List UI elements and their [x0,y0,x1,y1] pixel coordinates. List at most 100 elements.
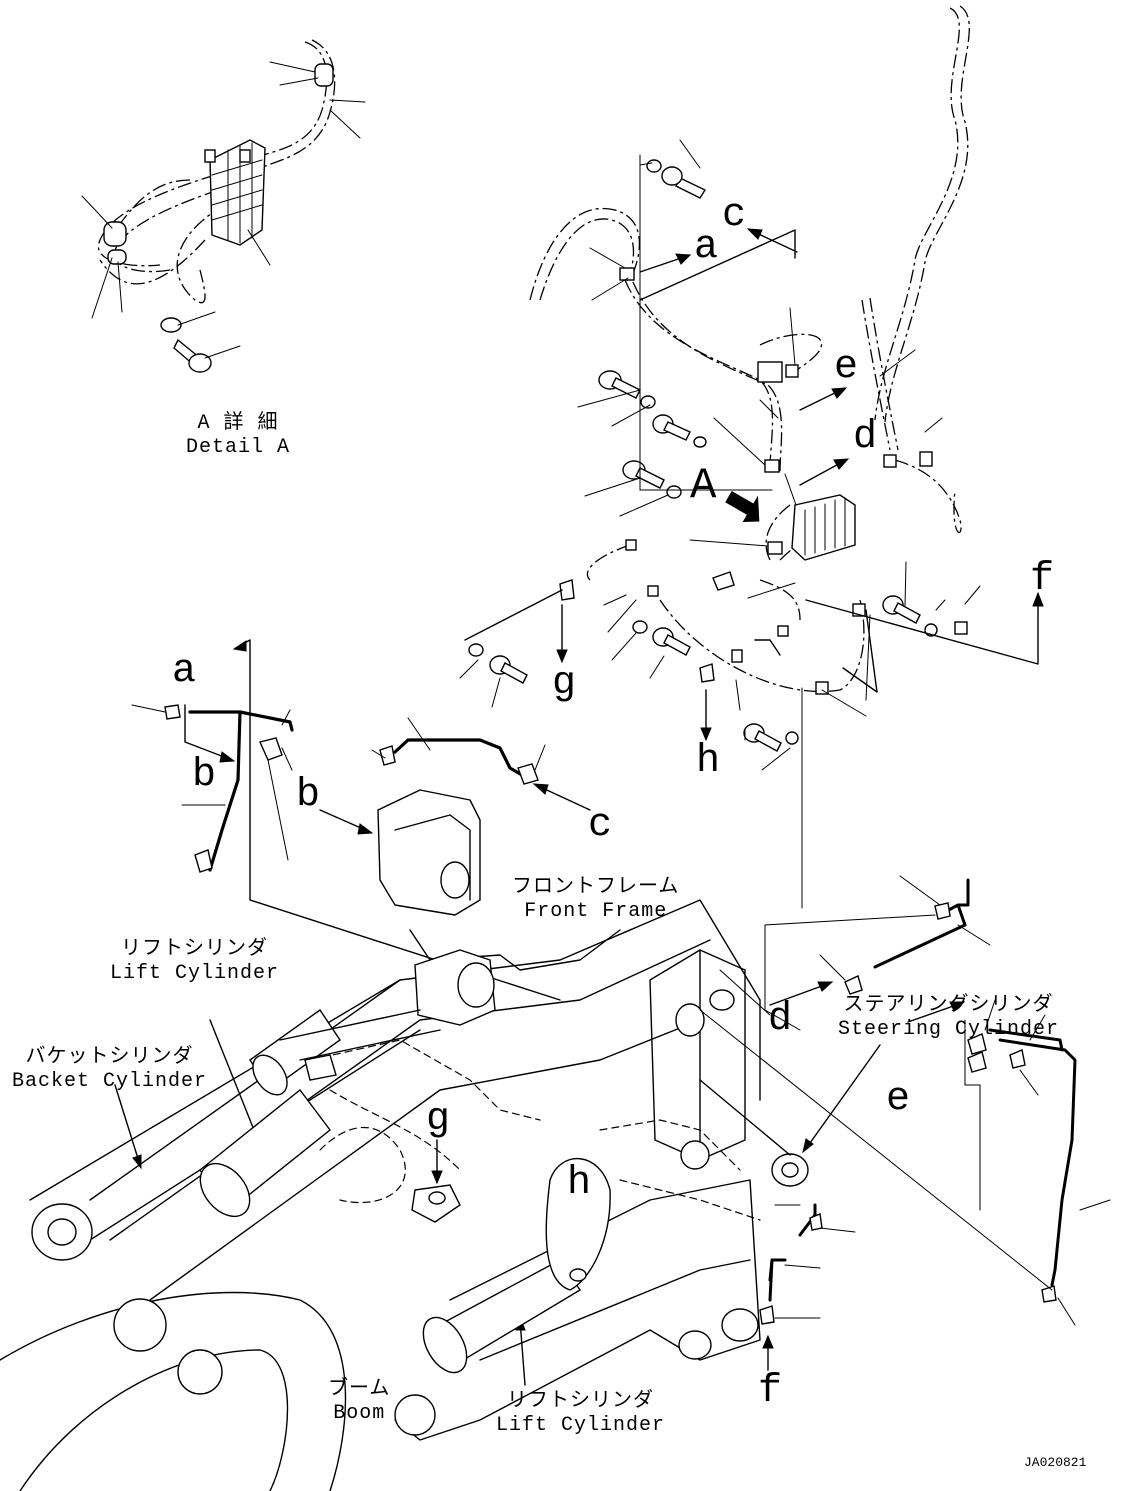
clip-icon [919,451,933,467]
callout-e-right: e [886,1077,911,1122]
washer-icon [785,731,799,745]
boom-label-jp: ブーム [328,1378,391,1401]
clamp-icon [619,267,635,281]
clamp-icon [647,585,659,597]
lift-cylinder-left-label-en: Lift Cylinder [110,962,280,985]
washer-icon [160,317,182,333]
clamp-icon [767,541,783,555]
clamp-icon [777,625,789,637]
steering-cylinder-label: ステアリングシリンダ Steering Cylinder [838,994,1059,1042]
callout-a-left: a [172,649,197,694]
lift-cylinder-right-label-jp: リフトシリンダ [507,1390,655,1413]
valve-cylinder-icon [414,949,496,1026]
mount-h-icon [545,1157,611,1291]
bolt-icon [598,370,641,399]
callout-h-bottom: h [567,1161,592,1206]
bolt-icon [743,723,782,752]
washer-icon [632,620,648,634]
boom-label-en: Boom [333,1402,386,1425]
clamp-icon [103,221,127,247]
lift-cylinder-left-label: リフトシリンダ Lift Cylinder [110,938,279,986]
right-tube-group [699,875,1111,1326]
manifold-block-icon [765,494,856,561]
fitting-icon [517,763,539,785]
boom-assembly [0,979,441,1491]
callout-d-top: d [853,415,878,460]
callout-g-bottom: g [426,1097,451,1142]
detail-a-assembly [81,39,366,373]
bucket-cylinder-label: バケットシリンダ Backet Cylinder [12,1046,207,1094]
lift-cylinder-right-label: リフトシリンダ Lift Cylinder [496,1390,665,1438]
callout-e-top: e [834,345,859,390]
top-right-hose-assembly [459,5,1039,909]
bucket-cylinder-icon [199,1089,331,1218]
lift-cylinder-left-icon [249,1009,341,1096]
callout-f-top: f [1030,557,1055,602]
bucket-cylinder-label-en: Backet Cylinder [12,1070,208,1093]
callout-c-mid: c [588,803,613,848]
callout-a-top: a [694,225,719,270]
bolt-icon [652,414,691,441]
washer-icon [640,395,656,409]
fitting-icon [759,1305,775,1325]
washer-icon [646,159,662,173]
clamp-icon [731,649,743,663]
bracket-icon [757,361,783,383]
clamp-icon [259,737,283,761]
front-frame-label-jp: フロントフレーム [512,876,680,899]
bolt-icon [652,627,691,656]
callout-b-mid: b [296,773,321,818]
callout-g-top: g [552,661,577,706]
fitting-icon [379,745,396,766]
front-frame-label-en: Front Frame [524,900,668,923]
fitting-icon [1041,1285,1057,1303]
callout-d-right: d [768,997,793,1042]
detail-a-caption: A 詳 細 Detail A [186,412,290,460]
lift-cylinder-right-label-en: Lift Cylinder [496,1414,666,1437]
callout-b-left: b [192,753,217,798]
fitting-icon [699,663,715,683]
callout-f-bottom: f [758,1369,783,1414]
clamp-icon [852,603,866,617]
clamp-icon [815,681,829,695]
control-valve-icon [204,139,266,246]
fitting-icon [712,571,735,591]
front-frame-label: フロントフレーム Front Frame [512,876,679,924]
clamp-icon [883,454,897,468]
boom-label: ブーム Boom [328,1378,390,1426]
bolt-icon [489,655,528,684]
clamp-icon [764,459,780,473]
bolt-icon [661,166,707,199]
fitting-icon [164,704,181,720]
lift-cylinder-left-label-jp: リフトシリンダ [121,938,269,961]
view-direction-arrow-icon [725,490,760,523]
clamp-icon [625,539,637,551]
fitting-icon [934,902,951,920]
bolt-icon [622,460,665,489]
callout-h-top: h [696,739,721,784]
clamp-icon [785,364,799,378]
middle-tube-group [371,717,546,785]
callout-view-a: A [690,461,717,511]
front-frame-assembly [89,789,809,1441]
clamp-icon [107,249,127,265]
clamp-icon [967,1051,987,1073]
clamp-icon [967,1033,987,1055]
left-tube-group [131,704,294,873]
lift-cylinder-right-icon [394,1259,581,1436]
bucket-cylinder-label-jp: バケットシリンダ [25,1046,194,1069]
washer-icon [666,485,682,499]
steering-cylinder-label-en: Steering Cylinder [838,1018,1060,1041]
fitting-icon [844,975,863,995]
fitting-icon [1009,1049,1026,1069]
clamp-icon [314,63,334,87]
washer-icon [693,436,707,448]
bolt-icon [173,338,212,373]
washer-icon [468,643,484,657]
drawing-id: JA020821 [1024,1455,1087,1470]
clip-icon [954,621,968,635]
bolt-icon [882,595,921,624]
detail-a-caption-en: Detail A [186,436,291,459]
